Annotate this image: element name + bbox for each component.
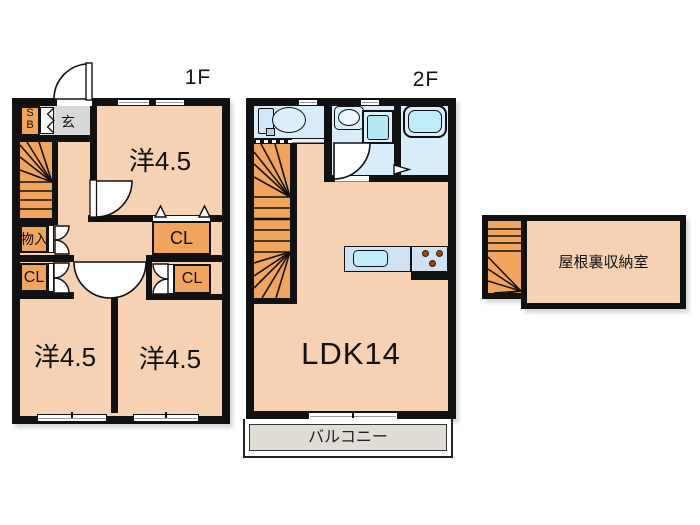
burner-dot xyxy=(436,250,443,257)
wall xyxy=(111,298,118,413)
window xyxy=(117,98,150,106)
attic-floor xyxy=(527,221,680,303)
wall xyxy=(411,272,456,280)
shoe-cabinet xyxy=(40,107,54,134)
window-tick xyxy=(165,412,167,418)
storage-label: 物入 xyxy=(20,231,48,247)
stairs-2f xyxy=(254,144,290,298)
floor1-label: 1F xyxy=(184,65,212,89)
window-tick xyxy=(71,412,73,418)
wall xyxy=(324,175,448,182)
entrance-door-arc xyxy=(53,63,90,100)
stairs-1f xyxy=(20,142,52,218)
shoe-box-label2: B xyxy=(26,119,34,131)
shoe-box-label: S xyxy=(26,107,34,119)
window xyxy=(360,98,380,106)
toilet-control xyxy=(266,128,275,136)
bedroom-left-label: 洋4.5 xyxy=(33,342,97,372)
stairs-attic xyxy=(488,221,521,293)
window xyxy=(298,98,318,106)
wall xyxy=(52,142,58,218)
floor2-label: 2F xyxy=(412,67,440,91)
closet-right-door xyxy=(167,264,174,294)
toilet-bowl xyxy=(272,107,306,133)
closet-left-label: CL xyxy=(23,268,45,286)
wall xyxy=(12,292,74,299)
wall xyxy=(12,218,58,225)
closet-right xyxy=(173,264,211,294)
balcony-label: バルコニー xyxy=(308,428,388,446)
ldk-label: LDK14 xyxy=(301,335,401,371)
closet-right-label: CL xyxy=(181,270,203,287)
storage-box xyxy=(20,225,48,253)
wall xyxy=(394,98,401,175)
wall xyxy=(12,255,74,262)
attic-room-label: 屋根裏収納室 xyxy=(558,253,649,271)
washbasin-bowl xyxy=(338,109,360,126)
entrance-label: 玄 xyxy=(61,114,75,130)
burner-dot xyxy=(422,250,429,257)
bathtub-inner xyxy=(408,110,442,133)
closet-left-door xyxy=(48,263,54,292)
kitchen-divider xyxy=(410,246,412,272)
kitchen-sink xyxy=(353,250,388,267)
wall xyxy=(12,135,97,142)
burner-dot xyxy=(429,260,436,267)
entrance-door-leaf xyxy=(85,62,93,101)
window xyxy=(155,98,185,106)
closet-top-label: CL xyxy=(169,228,193,248)
wall xyxy=(246,297,297,304)
wall xyxy=(146,255,152,299)
closet-left xyxy=(20,263,48,292)
storage-door xyxy=(48,225,54,253)
washing-machine-drum xyxy=(367,114,389,140)
closet-top xyxy=(152,221,211,255)
wall xyxy=(211,215,222,222)
wall xyxy=(290,144,297,304)
entrance-opening xyxy=(57,98,92,106)
balcony-slab xyxy=(249,424,447,451)
sliding-door xyxy=(256,139,292,143)
wall xyxy=(88,215,152,222)
wall xyxy=(146,255,222,262)
sliding-door-track xyxy=(292,139,324,143)
wall xyxy=(90,106,97,180)
bedroom-right-label: 洋4.5 xyxy=(138,344,202,374)
window-tick xyxy=(352,410,354,418)
wall xyxy=(146,294,222,300)
bedroom-top-label: 洋4.5 xyxy=(128,146,192,176)
